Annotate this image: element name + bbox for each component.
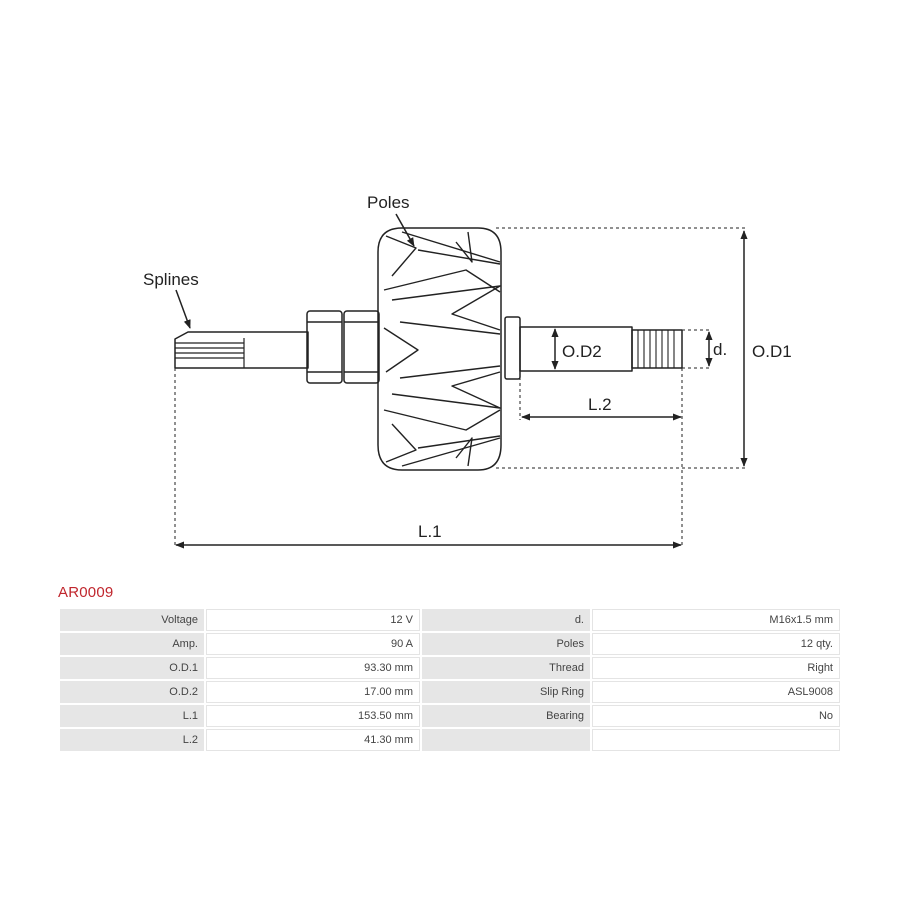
poles-leader (395, 213, 415, 247)
spec-value: 93.30 mm (206, 657, 420, 679)
splines-label: Splines (143, 270, 199, 289)
extension-lines (174, 227, 746, 548)
collar-right (343, 310, 380, 384)
spec-key: Voltage (60, 609, 204, 631)
spec-value: M16x1.5 mm (592, 609, 840, 631)
spec-value: 17.00 mm (206, 681, 420, 703)
spec-key: Bearing (422, 705, 590, 727)
pole-claws (383, 231, 501, 467)
od2-label: O.D2 (562, 342, 602, 361)
rotor-diagram: Poles Splines O.D1 O.D2 d. L.2 L.1 (143, 193, 792, 549)
spec-key: Amp. (60, 633, 204, 655)
spec-row: Amp. 90 A Poles 12 qty. (60, 633, 840, 655)
spec-key: Poles (422, 633, 590, 655)
spec-key: d. (422, 609, 590, 631)
spec-value: 90 A (206, 633, 420, 655)
part-number-title: AR0009 (58, 584, 114, 601)
collar-left (306, 310, 343, 384)
d-label: d. (713, 340, 727, 359)
spec-key (422, 729, 590, 751)
spec-key: Thread (422, 657, 590, 679)
pole-body (377, 227, 502, 471)
slip-ring-collar (504, 316, 521, 380)
spec-value: 41.30 mm (206, 729, 420, 751)
spec-row: L.2 41.30 mm (60, 729, 840, 751)
l1-label: L.1 (418, 522, 442, 541)
splines-leader (175, 289, 191, 329)
spec-value (592, 729, 840, 751)
spec-value: 12 V (206, 609, 420, 631)
spec-value: 153.50 mm (206, 705, 420, 727)
spec-value: Right (592, 657, 840, 679)
spec-key: O.D.2 (60, 681, 204, 703)
spec-row: O.D.2 17.00 mm Slip Ring ASL9008 (60, 681, 840, 703)
spec-key: Slip Ring (422, 681, 590, 703)
spec-row: Voltage 12 V d. M16x1.5 mm (60, 609, 840, 631)
spec-key: L.2 (60, 729, 204, 751)
spec-value: No (592, 705, 840, 727)
od1-label: O.D1 (752, 342, 792, 361)
dimension-arrows (175, 213, 748, 549)
spec-key: L.1 (60, 705, 204, 727)
spec-key: O.D.1 (60, 657, 204, 679)
spec-row: O.D.1 93.30 mm Thread Right (60, 657, 840, 679)
spec-row: L.1 153.50 mm Bearing No (60, 705, 840, 727)
poles-label: Poles (367, 193, 410, 212)
l2-label: L.2 (588, 395, 612, 414)
thread-lines (637, 330, 675, 368)
spec-table: Voltage 12 V d. M16x1.5 mm Amp. 90 A Pol… (58, 607, 842, 753)
spec-value: 12 qty. (592, 633, 840, 655)
threaded-end (631, 329, 683, 369)
spline-grooves (175, 338, 245, 368)
spec-value: ASL9008 (592, 681, 840, 703)
rotor-drawing (174, 227, 683, 471)
spline-shaft (174, 331, 309, 369)
